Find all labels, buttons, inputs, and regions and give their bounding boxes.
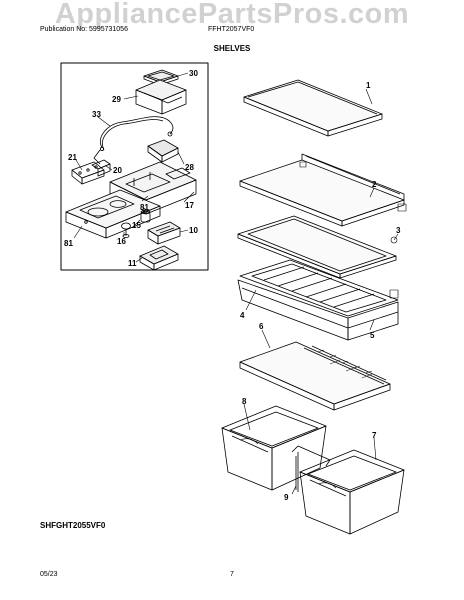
publication-number: Publication No: 5995731056	[40, 26, 128, 33]
part-4-shelf-frame	[239, 259, 399, 317]
callout-3: 3	[396, 226, 401, 235]
callout-29: 29	[112, 95, 121, 104]
model-number: FFHT2057VF0	[208, 26, 255, 33]
part-33-wire-harness	[93, 116, 174, 165]
part-21-panel	[71, 161, 105, 185]
callout-9: 9	[284, 493, 289, 502]
callout-28: 28	[185, 163, 194, 172]
page-title: SHELVES	[213, 44, 251, 53]
page-number: 7	[230, 571, 234, 578]
callout-15: 15	[132, 221, 141, 230]
callout-16: 16	[117, 237, 126, 246]
part-81-base-tray	[65, 189, 161, 239]
part-1-glass-shelf	[243, 79, 383, 137]
part-7-crisper-drawer	[299, 449, 405, 535]
inset-leader-lines	[73, 72, 195, 263]
part-11-cover	[139, 245, 179, 271]
part-2-glass-shelf	[239, 153, 407, 227]
part-8-crisper-drawer	[221, 405, 327, 491]
callout-33: 33	[92, 110, 101, 119]
callout-81-lower: 81	[64, 239, 73, 248]
shelf-leader-lines	[243, 88, 399, 495]
callout-21: 21	[68, 153, 77, 162]
callout-11: 11	[128, 259, 137, 268]
part-29-housing	[135, 79, 187, 115]
callout-5: 5	[370, 331, 375, 340]
diagram-code: SHFGHT2055VF0	[40, 521, 106, 530]
callout-1: 1	[366, 81, 371, 90]
callout-8: 8	[242, 397, 247, 406]
callout-10: 10	[189, 226, 198, 235]
callout-2: 2	[372, 180, 377, 189]
part-16-component	[121, 222, 131, 238]
part-3-glass-shelf	[237, 215, 398, 279]
watermark: AppliancePartsPros.com	[54, 0, 410, 30]
part-15-component	[140, 209, 151, 223]
callout-4: 4	[240, 311, 245, 320]
callout-81-upper: 81	[140, 203, 149, 212]
part-6-crisper-cover	[239, 341, 391, 411]
callout-30: 30	[189, 69, 198, 78]
callout-6: 6	[259, 322, 264, 331]
publication-date: 05/23	[40, 571, 58, 578]
inset-frame	[60, 62, 209, 271]
part-28-bracket	[147, 139, 179, 163]
part-10-switch	[147, 221, 181, 245]
callout-7: 7	[372, 431, 377, 440]
part-20-control-board	[91, 159, 111, 177]
callout-17: 17	[185, 201, 194, 210]
part-9-slide-rail	[291, 445, 331, 492]
part-5-pan	[237, 279, 399, 341]
callout-20: 20	[113, 166, 122, 175]
